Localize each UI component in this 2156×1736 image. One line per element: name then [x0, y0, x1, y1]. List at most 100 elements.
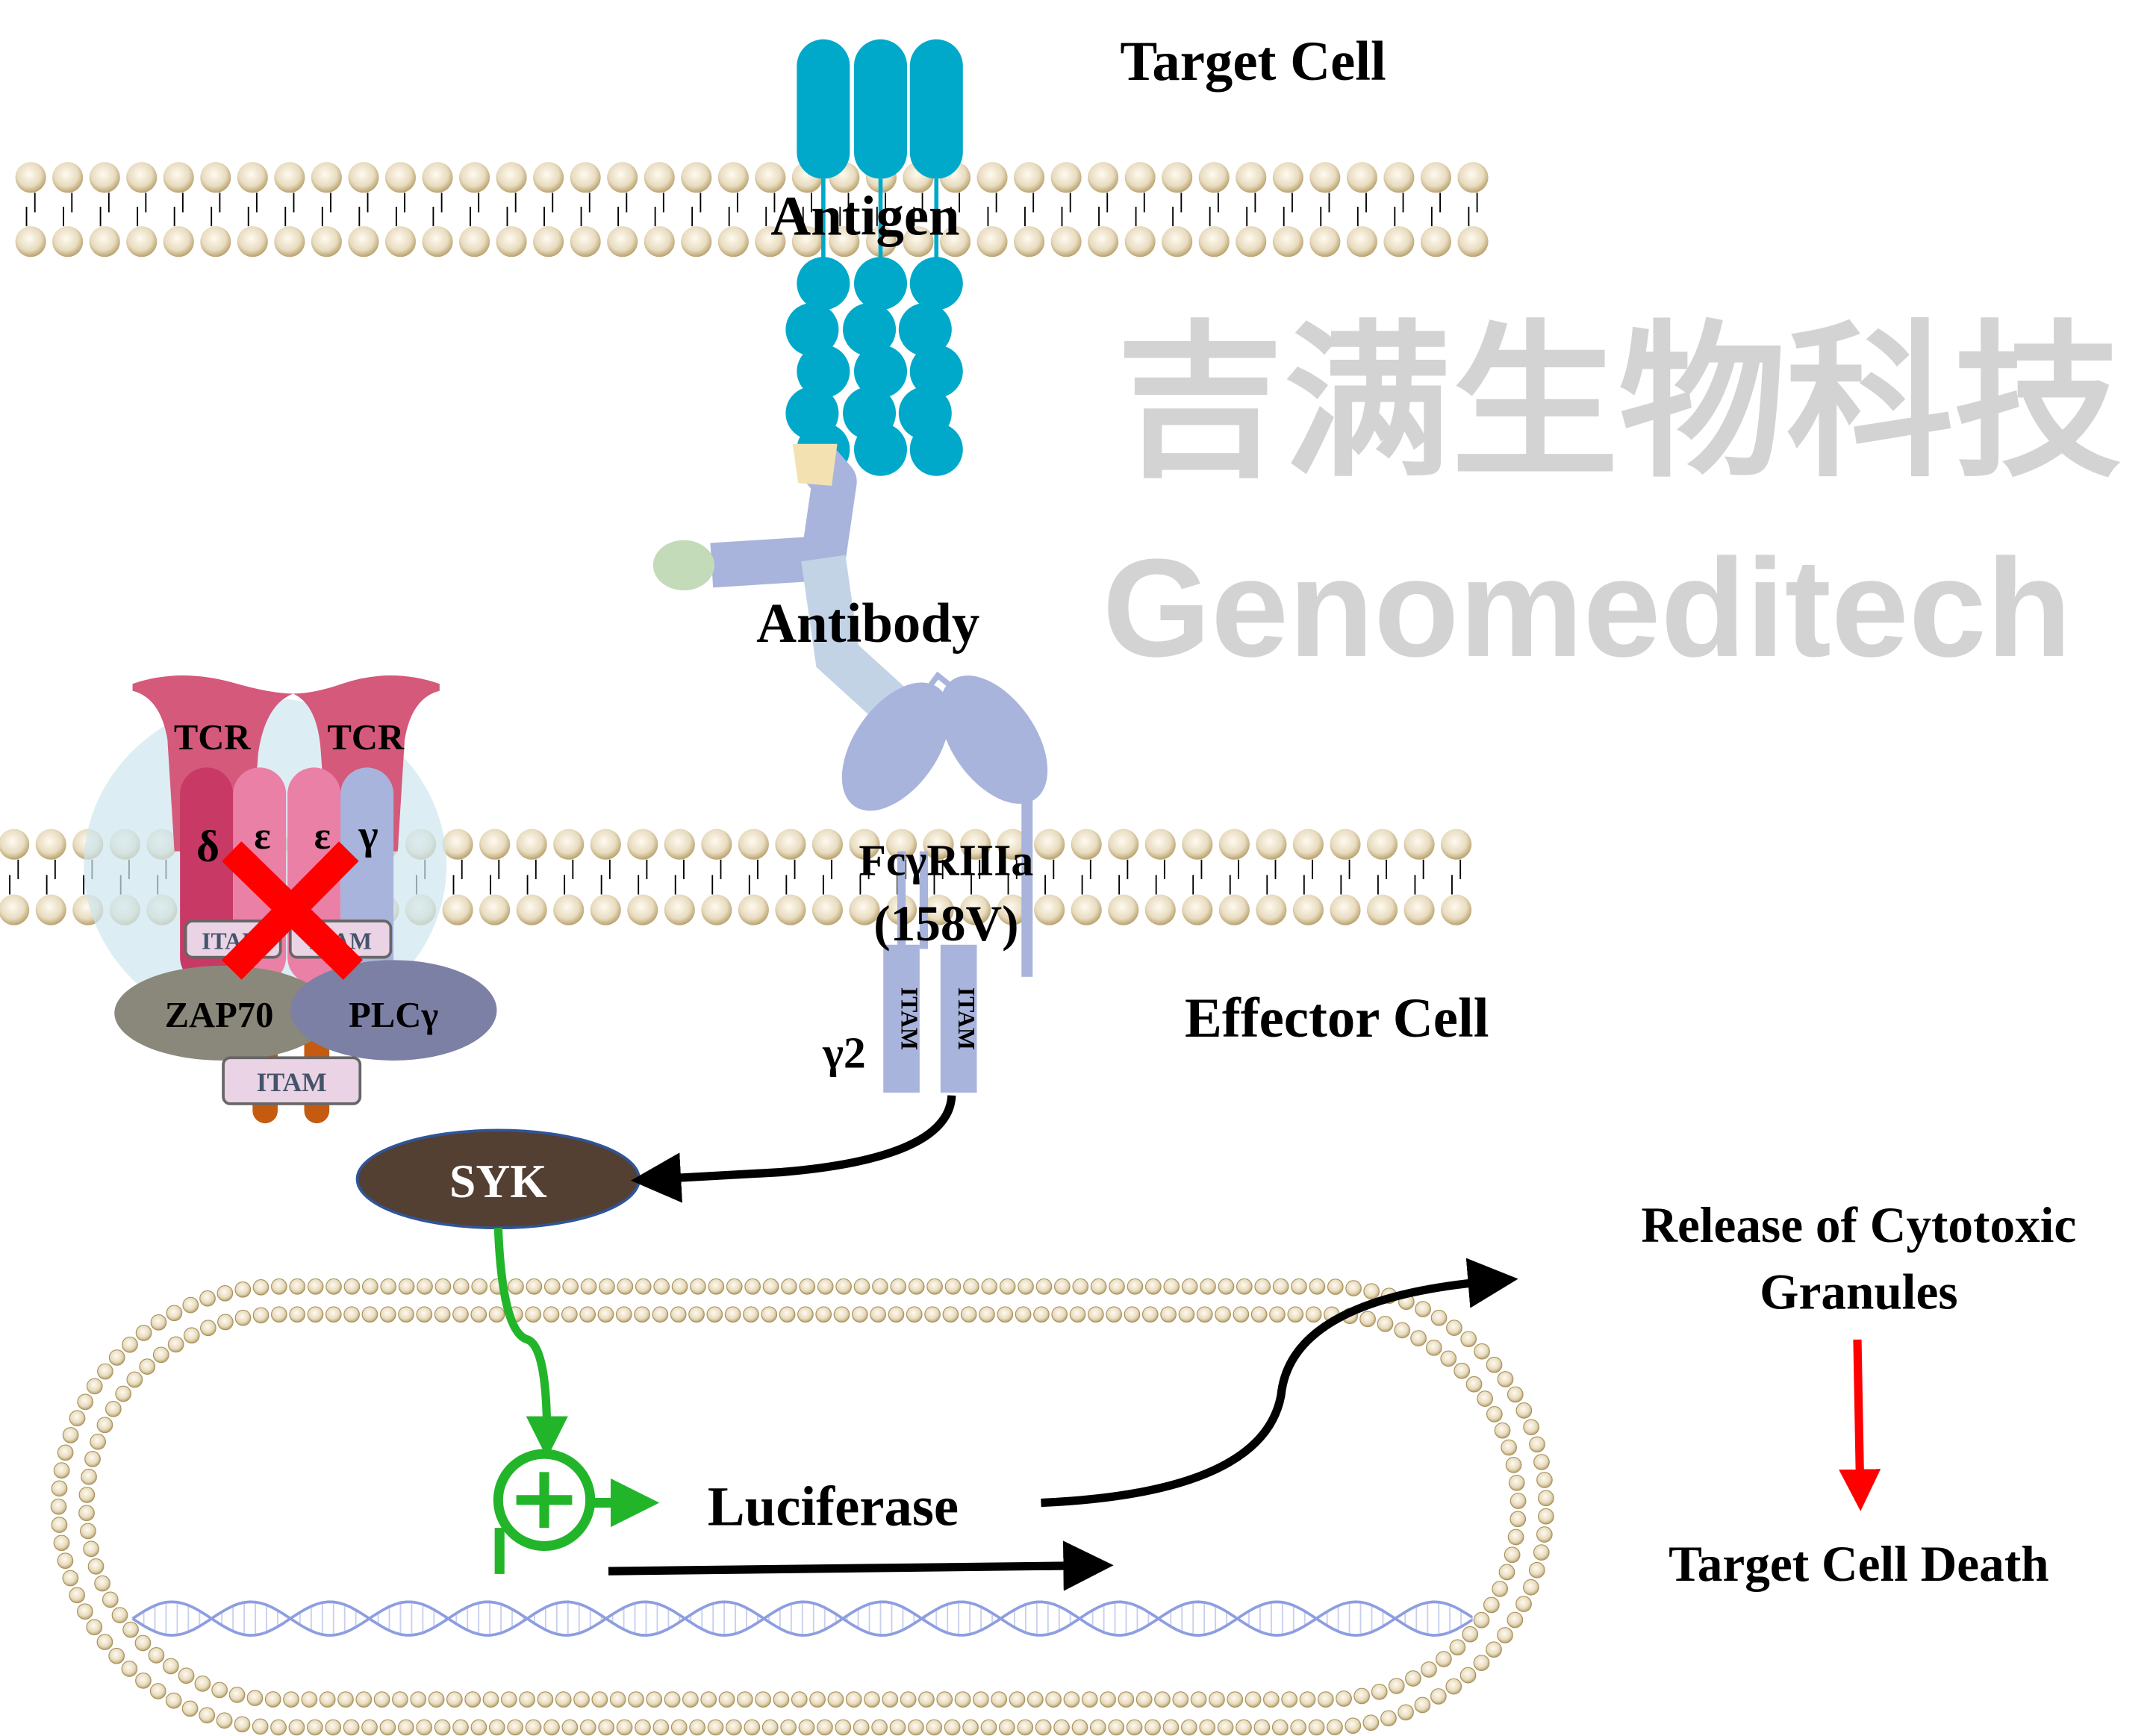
lipid-head — [288, 1719, 305, 1736]
lipid-head — [1327, 1719, 1343, 1736]
lipid-head — [1269, 1306, 1286, 1323]
fcgr3a-variant-label: (158V) — [873, 896, 1018, 952]
lipid-head — [183, 1327, 200, 1344]
lipid-head — [1363, 1283, 1380, 1300]
lipid-head — [1536, 1526, 1553, 1543]
antigen-domain — [898, 302, 952, 356]
lipid-head — [482, 1691, 499, 1708]
fcgr3a-receptor — [841, 671, 1048, 1093]
lipid-head — [52, 162, 84, 193]
lipid-head — [1014, 162, 1045, 193]
lipid-head — [1045, 1691, 1062, 1708]
lipid-head — [96, 1634, 113, 1650]
lipid-head — [773, 1691, 790, 1708]
lipid-head — [134, 1634, 152, 1652]
lipid-head — [167, 1336, 184, 1353]
lipid-head — [738, 828, 769, 860]
lipid-head — [997, 894, 1028, 925]
lipid-head — [53, 1534, 70, 1552]
lipid-head — [1345, 1280, 1362, 1296]
gamma-chain-label: γ — [358, 812, 378, 858]
lipid-head — [211, 1682, 228, 1699]
lipid-head — [62, 1427, 79, 1443]
lipid-head — [1420, 226, 1452, 257]
lipid-head — [799, 1278, 816, 1295]
lipid-head — [307, 1306, 324, 1323]
lipid-head — [84, 1451, 101, 1467]
lipid-head — [1088, 226, 1119, 257]
effector-cell-label: Effector Cell — [1185, 987, 1489, 1049]
release-label-line1: Release of Cytotoxic — [1641, 1197, 2076, 1253]
lipid-head — [0, 828, 30, 860]
lipid-head — [343, 1719, 360, 1736]
lipid-head — [471, 1278, 488, 1295]
lipid-head — [1287, 1306, 1304, 1323]
lipid-head — [973, 1691, 989, 1708]
lipid-head — [690, 1278, 706, 1295]
lipid-head — [609, 1691, 626, 1708]
lipid-head — [1507, 1611, 1524, 1629]
lipid-head — [736, 1691, 753, 1708]
lipid-head — [57, 1444, 74, 1461]
lipid-head — [1050, 162, 1082, 193]
lipid-head — [150, 1314, 167, 1331]
lipid-head — [682, 1691, 699, 1708]
lipid-head — [590, 894, 621, 925]
antigen-domain — [909, 257, 963, 310]
lipid-head — [1353, 1687, 1370, 1705]
lipid-head — [1182, 828, 1213, 860]
lipid-head — [1072, 1278, 1089, 1295]
lipid-head — [1330, 828, 1361, 860]
lipid-head — [533, 162, 564, 193]
lipid-head — [416, 1719, 433, 1736]
lipid-head — [1109, 1278, 1125, 1295]
lipid-head — [62, 1570, 79, 1587]
lipid-head — [1015, 1306, 1032, 1323]
lipid-head — [519, 1691, 535, 1708]
lipid-head — [15, 162, 46, 193]
death-arrow — [1839, 1339, 1881, 1511]
lipid-head — [166, 1305, 183, 1322]
antigen-label: Antigen — [770, 185, 959, 247]
lipid-head — [1162, 1719, 1180, 1736]
lipid-head — [1415, 1301, 1431, 1317]
lipid-head — [815, 1306, 832, 1323]
lipid-head — [1309, 1278, 1326, 1295]
lipid-head — [200, 1320, 216, 1337]
lipid-head — [1445, 1678, 1462, 1695]
lipid-head — [516, 828, 547, 860]
lipid-head — [960, 1306, 977, 1323]
lipid-head — [543, 1278, 561, 1295]
lipid-head — [69, 1587, 86, 1604]
lipid-head — [755, 1691, 771, 1708]
lipid-head — [1071, 828, 1102, 860]
lipid-head — [817, 1719, 833, 1736]
lipid-head — [108, 1647, 125, 1664]
lipid-head — [761, 1719, 779, 1736]
lipid-head — [809, 1691, 826, 1708]
lipid-head — [885, 828, 917, 860]
lipid-head — [1144, 894, 1176, 925]
lipid-head — [1305, 1306, 1322, 1323]
lipid-head — [289, 1278, 306, 1295]
watermark-chinese: 吉满生物科技 — [1116, 309, 2121, 496]
lipid-head — [398, 1306, 414, 1323]
lipid-head — [944, 1278, 962, 1295]
lipid-head — [890, 1278, 907, 1295]
lipid-head — [325, 1278, 342, 1295]
lipid-head — [701, 828, 732, 860]
lipid-head — [102, 1591, 119, 1608]
lipid-head — [689, 1719, 705, 1736]
lipid-head — [1509, 1493, 1527, 1509]
lipid-head — [849, 894, 880, 925]
lipid-head — [1538, 1490, 1554, 1507]
lipid-head — [1088, 1306, 1104, 1323]
lipid-head — [122, 1621, 139, 1638]
lipid-head — [1346, 162, 1377, 193]
lipid-head — [87, 1558, 105, 1575]
lipid-head — [573, 1691, 590, 1708]
lipid-head — [165, 1692, 182, 1709]
itam-bottom-label: ITAM — [257, 1067, 327, 1097]
lipid-head — [1144, 828, 1176, 860]
lipid-head — [1124, 226, 1156, 257]
